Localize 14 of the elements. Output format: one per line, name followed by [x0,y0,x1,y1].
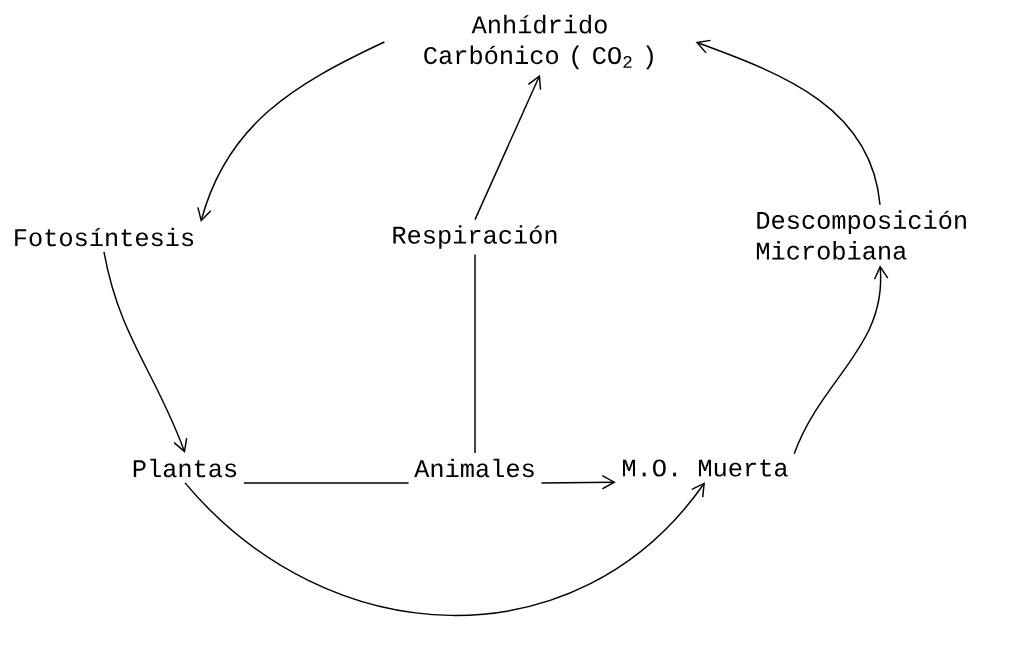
arrow [474,74,542,221]
arrow [197,41,386,223]
process-label: Descomposición Microbiana [756,210,966,260]
arrow [103,251,188,454]
arrow [184,482,705,617]
process-label: Animales [414,458,534,478]
process-label: Plantas [133,458,237,478]
process-label: Anhídrido Carbónico ( CO$_{2}$ ) [424,14,653,70]
arrow [695,39,881,206]
arrow [540,474,616,490]
process-label: Fotosíntesis [15,227,194,247]
process-label: Respiración [393,225,557,249]
arrow [793,265,889,455]
process-label: M.O. Muerta [623,459,788,477]
